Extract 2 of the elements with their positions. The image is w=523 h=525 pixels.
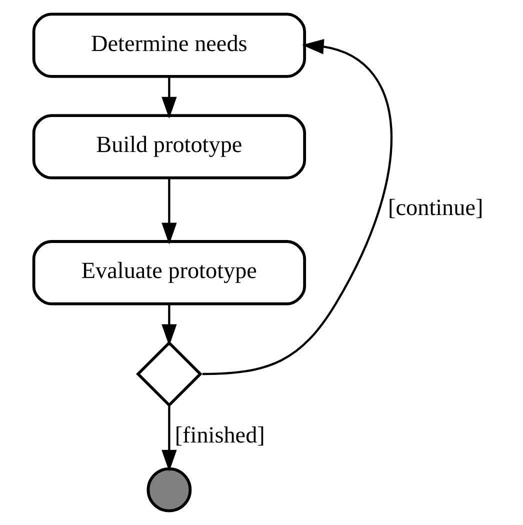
edge-label: [finished] <box>174 422 265 448</box>
edge-label: [continue] <box>388 195 484 222</box>
